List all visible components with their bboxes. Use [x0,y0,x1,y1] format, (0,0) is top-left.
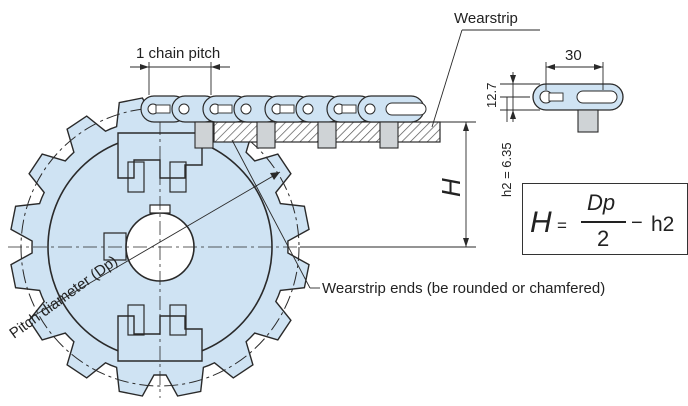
dim-30-label: 30 [565,47,582,64]
chain-clip [341,104,357,114]
detail-link-clip [548,92,564,102]
dim30-arrow-right [594,64,603,70]
formula-denominator: 2 [597,226,610,251]
fraction-bar [581,221,626,223]
dim-12-7-label: 12.7 [484,83,499,108]
formula-equals: = [557,216,567,235]
formula-lhs: H [530,206,552,239]
diameter-arrow [270,172,280,180]
chain-clip [155,104,171,114]
dim30-arrow-left [546,64,555,70]
chain-clip [279,104,295,114]
chain-pin [178,103,190,115]
hub-key-lower-left [127,304,145,336]
h-arrow-bottom [463,238,469,247]
hub-key-upper-right [169,161,187,193]
hub-bore-key [103,232,127,261]
chain-tab [317,121,337,149]
chain-tab [379,121,399,149]
dim127-arrow-top [510,75,516,84]
wearstrip-leader [431,29,463,128]
formula-term: h2 [651,213,675,236]
dim-h2-label: h2 = 6.35 [499,142,514,197]
chain-tab [194,121,214,149]
height-formula: H = Dp 2 − h2 [522,183,688,255]
diameter-leader [29,171,281,319]
detail-link-slot [576,90,618,104]
formula-minus: − [631,212,643,234]
wearstrip-label: Wearstrip [454,10,518,27]
chain-links [140,95,427,149]
hub-key-upper-left [127,161,145,193]
chain-pin [364,103,376,115]
wearstrip-ends-leader [231,139,311,289]
chain-clip [217,104,233,114]
chain-tab [256,121,276,149]
h-arrow-top [463,122,469,131]
chain-pitch-label: 1 chain pitch [136,45,220,62]
height-symbol: H [436,178,466,197]
wearstrip-ends-label: Wearstrip ends (be rounded or chamfered) [322,280,605,297]
chain-pitch-arrow-right [211,64,220,70]
detail-link-tab [577,109,599,133]
formula-numerator: Dp [587,190,616,215]
chain-pin [302,103,314,115]
chain-end-slot [385,102,427,116]
chain-pitch-arrow-left [140,64,149,70]
hub-key-lower-right [169,304,187,336]
dim127-arrow-bottom [510,110,516,119]
chain-pin [240,103,252,115]
